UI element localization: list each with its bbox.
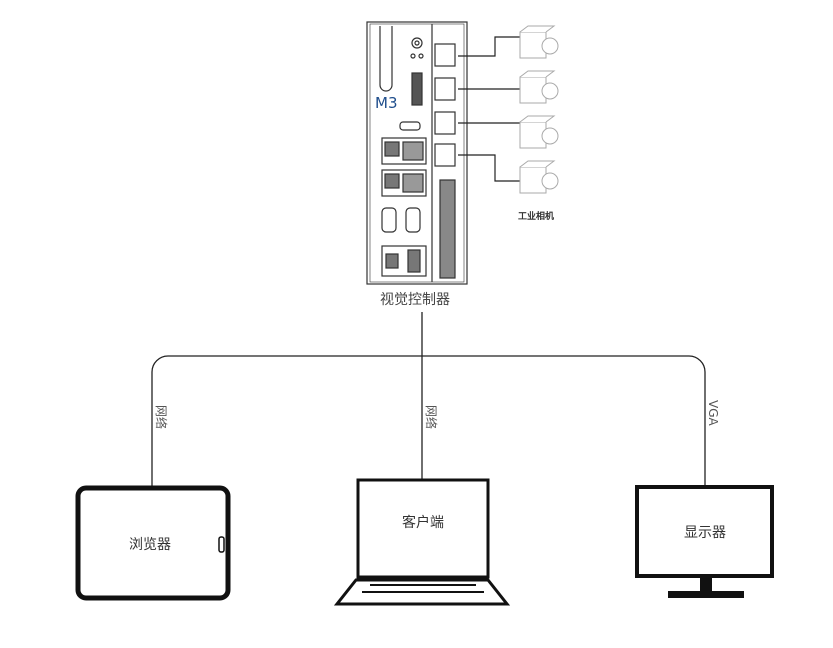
camera-icon	[519, 25, 559, 59]
controller-model: M3	[375, 94, 398, 112]
camera-icon	[519, 70, 559, 104]
connection-lines	[151, 312, 706, 487]
tablet-label: 浏览器	[129, 537, 171, 553]
monitor-device	[635, 485, 774, 598]
camera-icon	[519, 160, 559, 194]
camera-links	[458, 36, 520, 182]
laptop-device	[333, 478, 511, 606]
link-label-browser: 网络	[154, 405, 169, 429]
camera-icon	[519, 115, 559, 149]
link-label-client: 网络	[424, 405, 439, 429]
laptop-label: 客户端	[402, 514, 444, 531]
cameras-label: 工业相机	[518, 210, 554, 222]
tablet-device	[75, 485, 231, 601]
vision-controller	[366, 21, 468, 285]
monitor-label: 显示器	[684, 525, 726, 541]
controller-label: 视觉控制器	[380, 292, 450, 308]
industrial-cameras	[519, 25, 559, 194]
link-label-monitor: VGA	[706, 400, 720, 427]
